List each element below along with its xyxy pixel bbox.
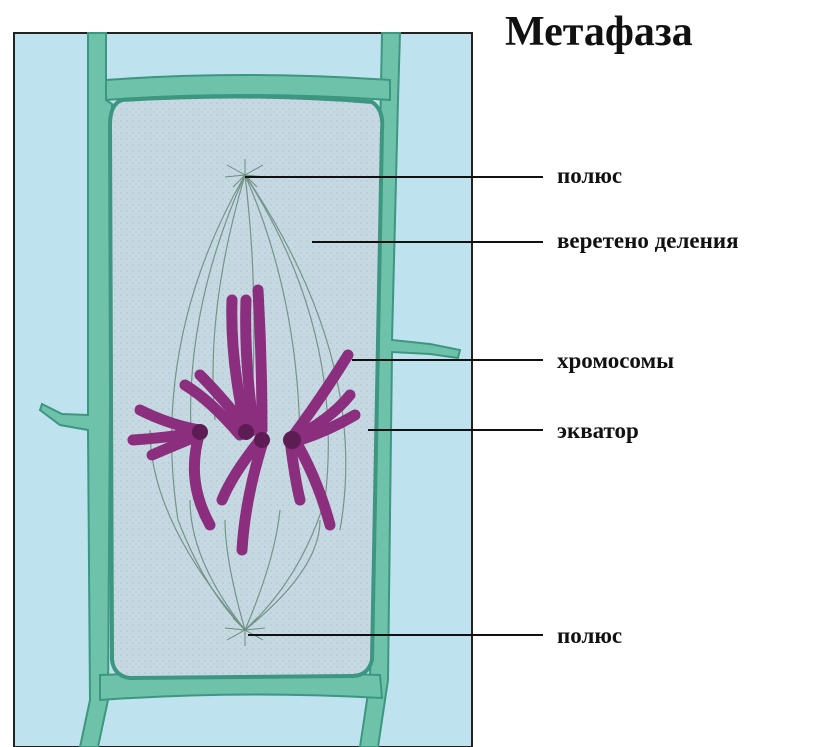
diagram-title: Метафаза: [505, 8, 693, 56]
label-pole-bottom: полюс: [557, 624, 622, 647]
label-spindle: веретено деления: [557, 229, 739, 252]
label-pole-top: полюс: [557, 164, 622, 187]
label-equator: экватор: [557, 419, 639, 442]
label-chromosomes: хромосомы: [557, 349, 674, 372]
